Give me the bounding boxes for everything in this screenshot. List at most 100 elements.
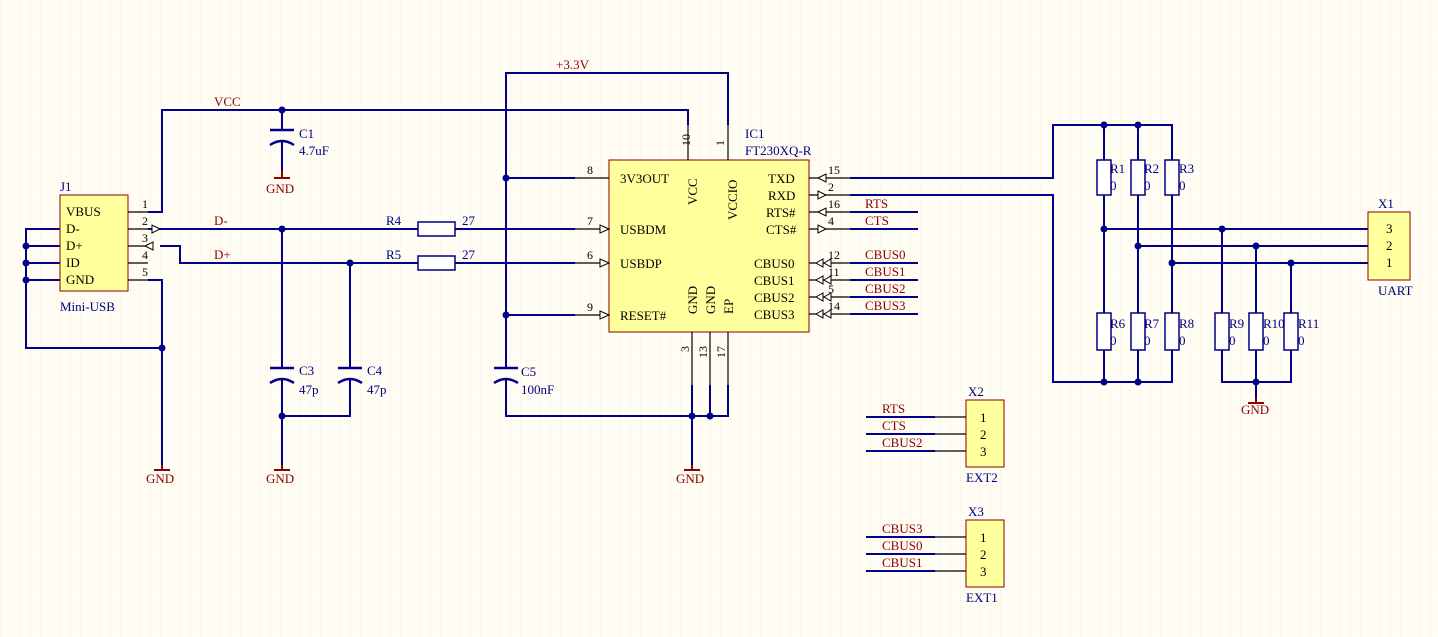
wire-c4-bottom [282, 380, 351, 417]
r5-designator: R5 [386, 247, 401, 262]
wire-j1-shield [25, 228, 162, 349]
gnd-symbol-r10: GND [1241, 398, 1269, 417]
x1-body [1367, 211, 1411, 281]
bidir-arrow-icon [822, 258, 832, 268]
ic1-body [608, 159, 810, 333]
c1-designator: C1 [299, 126, 314, 141]
x2-body [965, 399, 1005, 468]
resistor-r9[interactable]: R9 0 [1214, 312, 1244, 351]
c5-designator: C5 [521, 364, 536, 379]
net-label-x3-1: CBUS3 [882, 521, 922, 536]
x3-designator: X3 [968, 504, 984, 519]
j1-connector[interactable]: J1 Mini-USB VBUS D- D+ ID GND 1 2 3 4 5 [59, 179, 162, 314]
x1-uart-connector[interactable]: X1 UART 3 2 1 [1367, 196, 1413, 298]
x1-designator: X1 [1378, 196, 1394, 211]
r10-value: 0 [1263, 333, 1270, 348]
r7-value: 0 [1144, 333, 1151, 348]
ic1-pin-num: 3 [678, 346, 692, 352]
x1-comment: UART [1378, 283, 1413, 298]
resistor-r2[interactable]: R2 0 [1130, 159, 1159, 196]
net-label-x2-2: CTS [882, 418, 906, 433]
ic1-pin-num: 11 [828, 265, 840, 279]
junction [1252, 378, 1260, 386]
ic1-pin-num: 10 [679, 134, 693, 146]
resistor-r6[interactable]: R6 0 [1096, 312, 1126, 351]
ic1-pin-num: 12 [828, 248, 840, 262]
resistor-r7[interactable]: R7 0 [1130, 312, 1160, 351]
j1-designator: J1 [60, 179, 72, 194]
net-label-dminus: D- [214, 213, 228, 228]
resistor-r8[interactable]: R8 0 [1164, 312, 1194, 351]
wire-c5-gnd [505, 380, 729, 417]
net-label-cbus0: CBUS0 [865, 247, 905, 262]
junction [158, 344, 166, 352]
r2-designator: R2 [1144, 161, 1159, 176]
net-label-x3-3: CBUS1 [882, 555, 922, 570]
bidir-arrow-icon [822, 309, 832, 319]
ic1-pin-num: 14 [828, 299, 840, 313]
x2-ext2-connector[interactable]: X2 EXT2 1 2 3 [935, 384, 1005, 485]
ic1-pin-name: CBUS1 [754, 273, 794, 288]
capacitor-c4[interactable]: C4 47p [337, 363, 387, 397]
net-label-cts: CTS [865, 213, 889, 228]
resistor-r10[interactable]: R10 0 [1248, 312, 1285, 351]
ic1-designator: IC1 [745, 126, 765, 141]
capacitor-c1[interactable]: C1 4.7uF [269, 126, 329, 158]
junction [1252, 242, 1260, 250]
ic1-pin-num: 15 [828, 163, 840, 177]
net-label-dplus: D+ [214, 247, 231, 262]
r5-value: 27 [462, 247, 476, 262]
gnd-symbol-ic1: GND [676, 465, 704, 486]
ic1-pin-name: CBUS3 [754, 307, 794, 322]
j1-pin-num: 2 [142, 214, 148, 228]
ic1-pin-name: RXD [768, 188, 795, 203]
wire-vcc [148, 109, 689, 213]
junction [22, 242, 30, 250]
x3-ext1-connector[interactable]: X3 EXT1 1 2 3 [935, 504, 1005, 605]
r4-designator: R4 [386, 213, 402, 228]
ic1-ft230xq[interactable]: IC1 FT230XQ-R 3V3OUT USBDM USBDP RESET# … [575, 125, 850, 385]
input-arrow-icon [817, 224, 828, 234]
net-label-cbus3: CBUS3 [865, 298, 905, 313]
x2-designator: X2 [968, 384, 984, 399]
junction [706, 412, 714, 420]
j1-comment: Mini-USB [60, 299, 115, 314]
x2-pin: 3 [980, 444, 987, 459]
ic1-pin-name: RESET# [620, 308, 667, 323]
input-arrow-icon [599, 258, 611, 268]
junction [502, 311, 510, 319]
ic1-pin-name: 3V3OUT [620, 171, 669, 186]
junction [1100, 121, 1108, 129]
capacitor-c3[interactable]: C3 47p [269, 363, 319, 397]
r2-value: 0 [1144, 178, 1151, 193]
r11-designator: R11 [1298, 316, 1319, 331]
r7-designator: R7 [1144, 316, 1160, 331]
junction [346, 259, 354, 267]
x2-pin: 1 [980, 410, 987, 425]
resistor-r4[interactable]: R4 27 [386, 213, 476, 237]
x3-pin: 1 [980, 530, 987, 545]
resistor-r11[interactable]: R11 0 [1283, 312, 1319, 351]
net-label-3v3: +3.3V [556, 57, 590, 72]
capacitor-c5[interactable]: C5 100nF [493, 364, 554, 397]
j1-body [59, 194, 129, 292]
r3-value: 0 [1179, 178, 1186, 193]
resistor-r3[interactable]: R3 0 [1164, 159, 1194, 196]
resistor-r1[interactable]: R1 0 [1096, 159, 1125, 196]
j1-pin-num: 1 [142, 197, 148, 211]
j1-pin-num: 4 [142, 248, 148, 262]
c5-value: 100nF [521, 382, 554, 397]
net-labels: VCC +3.3V D- D+ RTS CTS CBUS0 CBUS1 CBUS… [214, 57, 922, 570]
input-arrow-icon [599, 310, 611, 320]
r10-designator: R10 [1263, 316, 1285, 331]
resistor-r5[interactable]: R5 27 [386, 247, 476, 271]
output-arrow-icon [816, 173, 827, 183]
j1-pin-num: 5 [142, 265, 148, 279]
net-label-rts: RTS [865, 196, 888, 211]
ic1-pin-name: USBDP [620, 256, 662, 271]
junction [22, 259, 30, 267]
r4-body [417, 221, 456, 237]
wire-j1-gnd [148, 279, 163, 465]
junction [278, 412, 286, 420]
